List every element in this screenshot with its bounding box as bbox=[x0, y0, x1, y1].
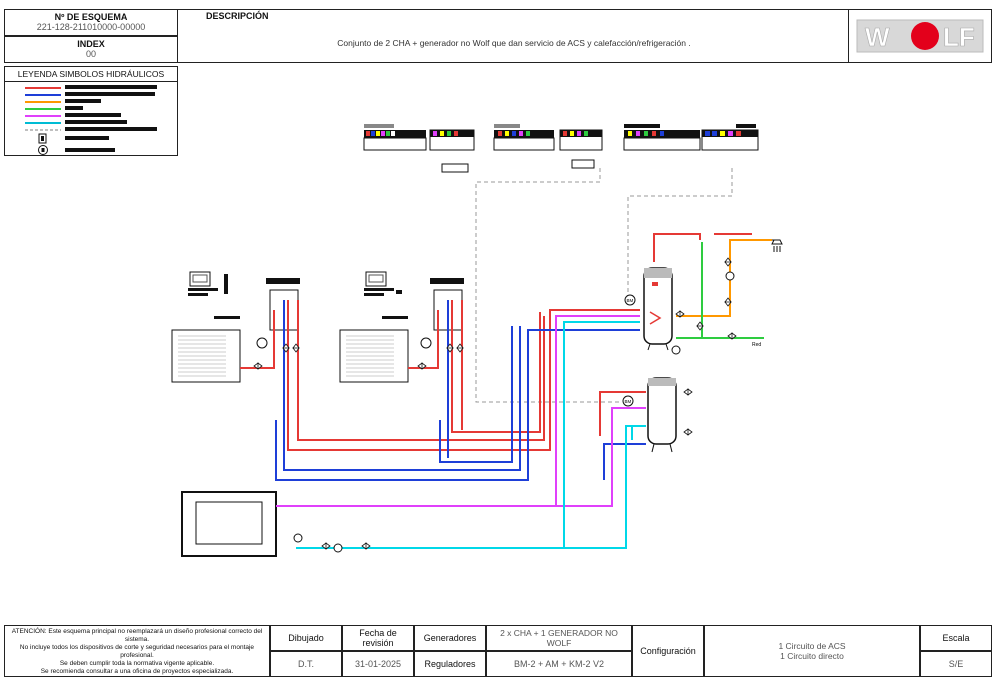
warning-line-4: Se recomienda consultar a una oficina de… bbox=[40, 668, 234, 675]
configuracion-value: 1 Circuito de ACS 1 Circuito directo bbox=[704, 625, 920, 677]
escala-label: Escala bbox=[920, 625, 992, 651]
legend-title: LEYENDA SIMBOLOS HIDRÁULICOS bbox=[5, 69, 177, 82]
heat-pump-2 bbox=[339, 271, 464, 383]
dhw-tank bbox=[643, 267, 673, 351]
warning-line-1: ATENCIÓN: Este esquema principal no reem… bbox=[11, 628, 263, 643]
fecha-value: 31-01-2025 bbox=[342, 651, 414, 677]
signal-wiring bbox=[475, 168, 733, 403]
configuracion-line-2: 1 Circuito directo bbox=[780, 651, 844, 661]
sensor-bm-2: BM bbox=[622, 395, 634, 407]
index-box: INDEX 00 bbox=[4, 36, 178, 63]
controller-terminal-strip-1 bbox=[363, 124, 475, 173]
cold-water-pipes bbox=[676, 242, 764, 339]
dibujado-value: D.T. bbox=[270, 651, 342, 677]
index-label: INDEX bbox=[77, 39, 105, 49]
dhw-pipes bbox=[676, 239, 772, 317]
configuracion-label: Configuración bbox=[632, 625, 704, 677]
configuracion-line-1: 1 Circuito de ACS bbox=[778, 641, 846, 651]
scheme-label: Nº DE ESQUEMA bbox=[54, 12, 128, 22]
warning-line-2: No incluye todos los dispositivos de cor… bbox=[19, 644, 255, 659]
red-label: Red bbox=[752, 342, 761, 348]
valves bbox=[253, 257, 737, 550]
escala-value: S/E bbox=[920, 651, 992, 677]
controller-terminal-strip-2 bbox=[493, 124, 603, 169]
scheme-box: Nº DE ESQUEMA 221-128-211010000-00000 bbox=[4, 9, 178, 36]
warning-box: ATENCIÓN: Este esquema principal no reem… bbox=[4, 625, 270, 677]
scheme-value: 221-128-211010000-00000 bbox=[36, 22, 146, 32]
legend-box: LEYENDA SIMBOLOS HIDRÁULICOS bbox=[4, 66, 178, 156]
reguladores-label: Reguladores bbox=[414, 651, 486, 677]
fecha-label: Fecha de revisión bbox=[342, 625, 414, 651]
warning-line-3: Se deben cumplir toda la normativa vigen… bbox=[59, 660, 215, 667]
heating-return-pipes bbox=[296, 321, 646, 549]
pumps bbox=[293, 271, 735, 553]
generadores-label: Generadores bbox=[414, 625, 486, 651]
wolf-logo: W LF bbox=[856, 19, 984, 53]
sensor-bm-1: BM bbox=[624, 294, 636, 306]
description-label: DESCRIPCIÓN bbox=[206, 11, 269, 21]
index-value: 00 bbox=[85, 49, 96, 59]
description-text: Conjunto de 2 CHA + generador no Wolf qu… bbox=[337, 38, 691, 48]
heating-supply-pipes bbox=[276, 315, 646, 507]
non-wolf-generator bbox=[181, 491, 277, 557]
sensor-bm-2-label: BM bbox=[625, 399, 632, 404]
generadores-value: 2 x CHA + 1 GENERADOR NO WOLF bbox=[486, 625, 632, 651]
supply-pipes bbox=[240, 233, 752, 451]
sensor-bm-1-label: BM bbox=[627, 298, 634, 303]
return-pipes bbox=[275, 300, 646, 481]
buffer-tank bbox=[647, 377, 677, 453]
heat-pump-1 bbox=[171, 271, 300, 383]
controller-terminal-strip-3 bbox=[623, 124, 759, 151]
reguladores-value: BM-2 + AM + KM-2 V2 bbox=[486, 651, 632, 677]
logo-box: W LF bbox=[848, 9, 992, 63]
shower-outlet bbox=[771, 239, 783, 252]
svg-text:LF: LF bbox=[943, 22, 975, 52]
dibujado-label: Dibujado bbox=[270, 625, 342, 651]
legend-symbols bbox=[25, 85, 157, 155]
svg-text:W: W bbox=[865, 22, 892, 52]
